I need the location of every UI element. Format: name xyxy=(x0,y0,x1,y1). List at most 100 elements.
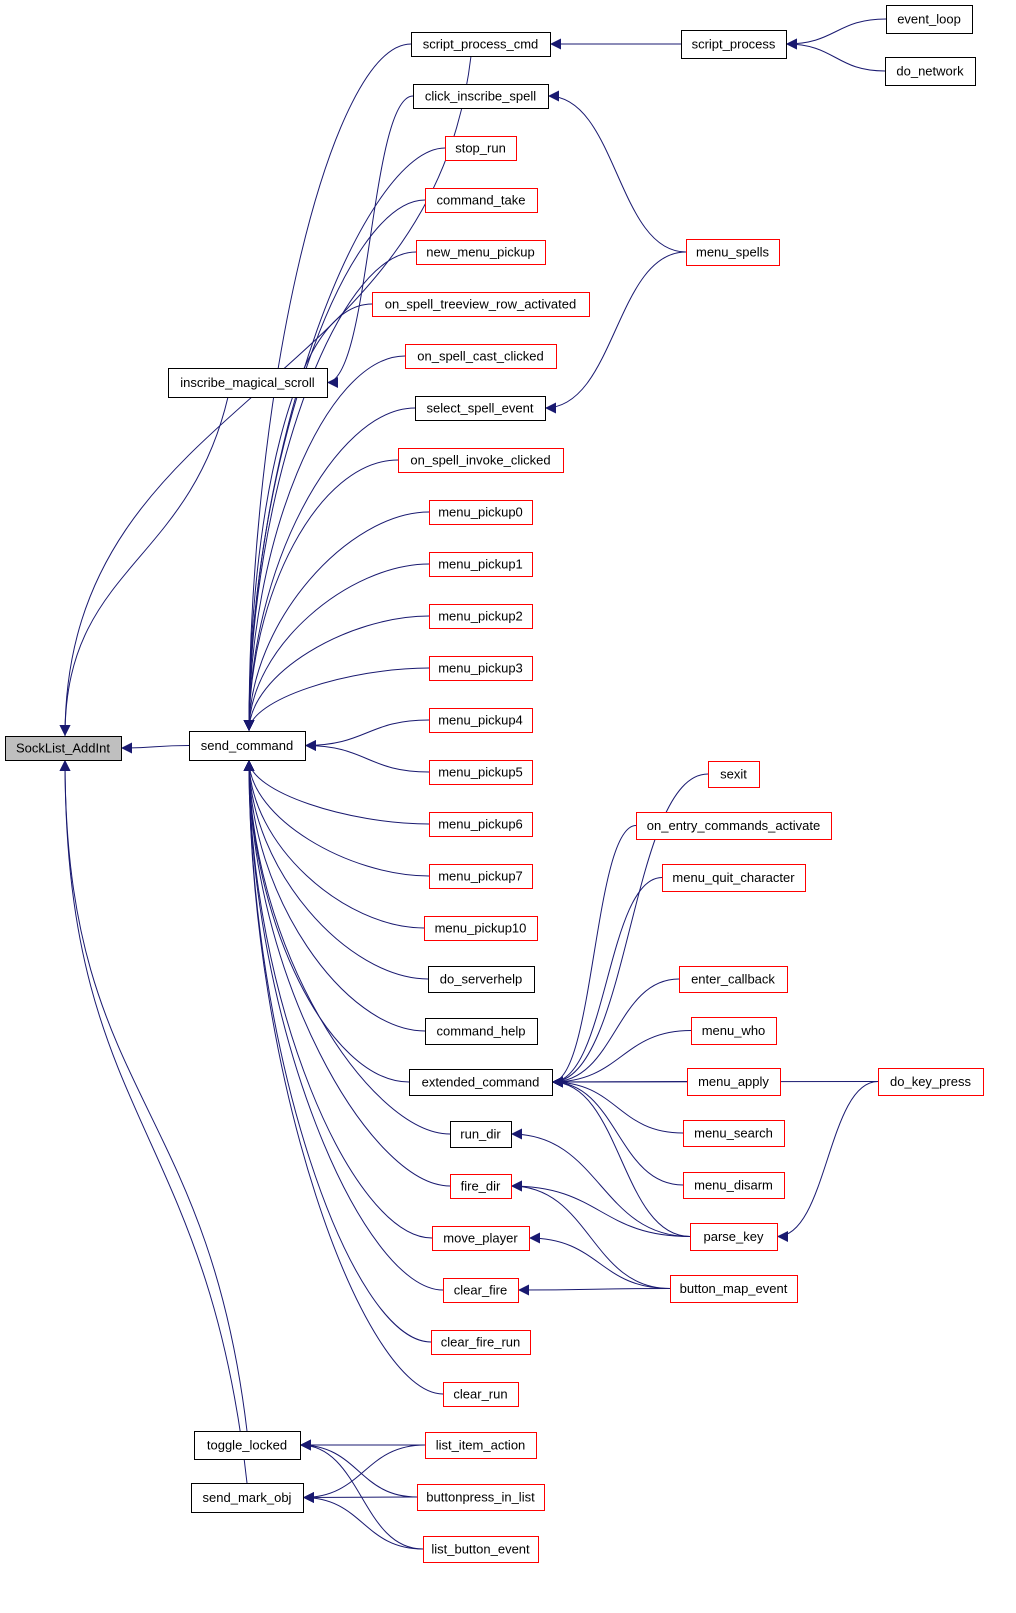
node-menu_quit_character[interactable]: menu_quit_character xyxy=(662,864,806,892)
node-stop_run[interactable]: stop_run xyxy=(445,136,517,161)
node-box-stop_run xyxy=(445,136,517,161)
node-label-script_process: script_process xyxy=(692,37,776,52)
node-box-menu_pickup2 xyxy=(429,604,533,629)
node-clear_fire[interactable]: clear_fire xyxy=(443,1278,519,1303)
node-script_process[interactable]: script_process xyxy=(681,30,787,59)
node-box-menu_pickup1 xyxy=(429,552,533,577)
node-label-menu_spells: menu_spells xyxy=(696,245,769,260)
edge-menu_pickup3-to-send_command xyxy=(243,667,430,732)
node-menu_pickup4[interactable]: menu_pickup4 xyxy=(429,708,533,733)
node-box-toggle_locked xyxy=(194,1431,301,1460)
node-extended_command[interactable]: extended_command xyxy=(409,1069,553,1096)
node-do_serverhelp[interactable]: do_serverhelp xyxy=(428,966,535,993)
node-enter_callback[interactable]: enter_callback xyxy=(679,966,788,993)
node-parse_key[interactable]: parse_key xyxy=(690,1223,778,1251)
node-run_dir[interactable]: run_dir xyxy=(450,1121,512,1148)
node-on_entry_commands_activate[interactable]: on_entry_commands_activate xyxy=(636,812,832,840)
node-command_take[interactable]: command_take xyxy=(425,188,538,213)
edge-menu_pickup7-to-send_command xyxy=(243,759,430,877)
node-box-event_loop xyxy=(886,5,973,34)
node-box-do_serverhelp xyxy=(428,966,535,993)
node-toggle_locked[interactable]: toggle_locked xyxy=(194,1431,301,1460)
node-menu_pickup10[interactable]: menu_pickup10 xyxy=(424,916,538,941)
node-menu_pickup7[interactable]: menu_pickup7 xyxy=(429,864,533,889)
node-script_process_cmd[interactable]: script_process_cmd xyxy=(411,32,551,57)
node-menu_who[interactable]: menu_who xyxy=(691,1017,777,1045)
node-label-on_spell_treeview_row_activated: on_spell_treeview_row_activated xyxy=(385,297,577,312)
node-on_spell_invoke_clicked[interactable]: on_spell_invoke_clicked xyxy=(398,448,564,473)
node-select_spell_event[interactable]: select_spell_event xyxy=(415,396,546,421)
node-send_mark_obj[interactable]: send_mark_obj xyxy=(191,1483,304,1513)
node-inscribe_magical_scroll[interactable]: inscribe_magical_scroll xyxy=(168,368,328,398)
node-clear_run[interactable]: clear_run xyxy=(443,1382,519,1407)
edge-do_serverhelp-to-send_command xyxy=(243,759,429,980)
edge-menu_who-to-extended_command xyxy=(551,1030,692,1088)
node-buttonpress_in_list[interactable]: buttonpress_in_list xyxy=(417,1484,545,1511)
edge-menu_pickup6-to-send_command xyxy=(243,759,430,825)
edge-script_process_cmd-to-send_command xyxy=(243,43,412,732)
node-label-on_spell_invoke_clicked: on_spell_invoke_clicked xyxy=(410,453,550,468)
node-on_spell_treeview_row_activated[interactable]: on_spell_treeview_row_activated xyxy=(372,292,590,317)
node-send_command[interactable]: send_command xyxy=(189,731,306,761)
node-menu_spells[interactable]: menu_spells xyxy=(686,239,780,266)
edge-parse_key-to-run_dir xyxy=(510,1128,691,1237)
node-box-menu_pickup10 xyxy=(424,916,538,941)
edge-command_help-to-send_command xyxy=(243,759,426,1032)
node-menu_apply[interactable]: menu_apply xyxy=(687,1068,781,1096)
node-click_inscribe_spell[interactable]: click_inscribe_spell xyxy=(413,84,549,109)
edge-menu_pickup5-to-send_command xyxy=(304,740,430,773)
node-list_item_action[interactable]: list_item_action xyxy=(425,1432,537,1459)
node-menu_search[interactable]: menu_search xyxy=(683,1120,785,1147)
node-layer: SockList_AddInt script_process_cmd click_i… xyxy=(5,5,984,1563)
node-label-menu_pickup3: menu_pickup3 xyxy=(438,661,523,676)
edge-send_command-to-socklist xyxy=(120,742,190,754)
node-list_button_event[interactable]: list_button_event xyxy=(423,1536,539,1563)
node-menu_pickup5[interactable]: menu_pickup5 xyxy=(429,760,533,785)
node-label-send_mark_obj: send_mark_obj xyxy=(203,1490,292,1505)
node-box-menu_search xyxy=(683,1120,785,1147)
node-command_help[interactable]: command_help xyxy=(425,1018,538,1045)
node-label-menu_pickup6: menu_pickup6 xyxy=(438,817,523,832)
edge-button_map_event-to-move_player xyxy=(528,1232,671,1289)
node-menu_pickup1[interactable]: menu_pickup1 xyxy=(429,552,533,577)
node-fire_dir[interactable]: fire_dir xyxy=(450,1174,512,1199)
node-new_menu_pickup[interactable]: new_menu_pickup xyxy=(416,240,546,265)
edge-clear_run-to-send_command xyxy=(243,759,444,1395)
edge-inscribe_magical_scroll-to-socklist xyxy=(59,396,229,737)
edge-menu_disarm-to-extended_command xyxy=(551,1076,684,1186)
node-label-menu_pickup0: menu_pickup0 xyxy=(438,505,523,520)
node-box-do_key_press xyxy=(878,1068,984,1096)
node-box-script_process_cmd xyxy=(411,32,551,57)
node-box-menu_pickup4 xyxy=(429,708,533,733)
edge-menu_spells-to-click_inscribe_spell xyxy=(547,90,687,253)
node-move_player[interactable]: move_player xyxy=(432,1226,530,1251)
node-clear_fire_run[interactable]: clear_fire_run xyxy=(431,1330,531,1355)
edge-sexit-to-extended_command xyxy=(551,773,709,1088)
node-box-enter_callback xyxy=(679,966,788,993)
node-label-stop_run: stop_run xyxy=(455,141,506,156)
node-do_key_press[interactable]: do_key_press xyxy=(878,1068,984,1096)
node-box-script_process xyxy=(681,30,787,59)
node-box-on_spell_cast_clicked xyxy=(405,344,557,369)
node-menu_pickup3[interactable]: menu_pickup3 xyxy=(429,656,533,681)
node-button_map_event[interactable]: button_map_event xyxy=(670,1275,798,1303)
edge-buttonpress_in_list-to-toggle_locked xyxy=(299,1439,418,1498)
node-label-do_network: do_network xyxy=(896,64,964,79)
node-sexit[interactable]: sexit xyxy=(708,761,760,788)
node-menu_disarm[interactable]: menu_disarm xyxy=(683,1172,785,1199)
node-label-sexit: sexit xyxy=(720,767,747,782)
node-on_spell_cast_clicked[interactable]: on_spell_cast_clicked xyxy=(405,344,557,369)
node-menu_pickup6[interactable]: menu_pickup6 xyxy=(429,812,533,837)
node-menu_pickup2[interactable]: menu_pickup2 xyxy=(429,604,533,629)
edge-menu_spells-to-select_spell_event xyxy=(544,251,687,414)
node-do_network[interactable]: do_network xyxy=(885,57,976,86)
node-event_loop[interactable]: event_loop xyxy=(886,5,973,34)
node-box-menu_disarm xyxy=(683,1172,785,1199)
node-box-fire_dir xyxy=(450,1174,512,1199)
node-box-run_dir xyxy=(450,1121,512,1148)
node-menu_pickup0[interactable]: menu_pickup0 xyxy=(429,500,533,525)
node-label-script_process_cmd: script_process_cmd xyxy=(423,37,539,52)
node-socklist[interactable]: SockList_AddInt xyxy=(5,736,122,761)
